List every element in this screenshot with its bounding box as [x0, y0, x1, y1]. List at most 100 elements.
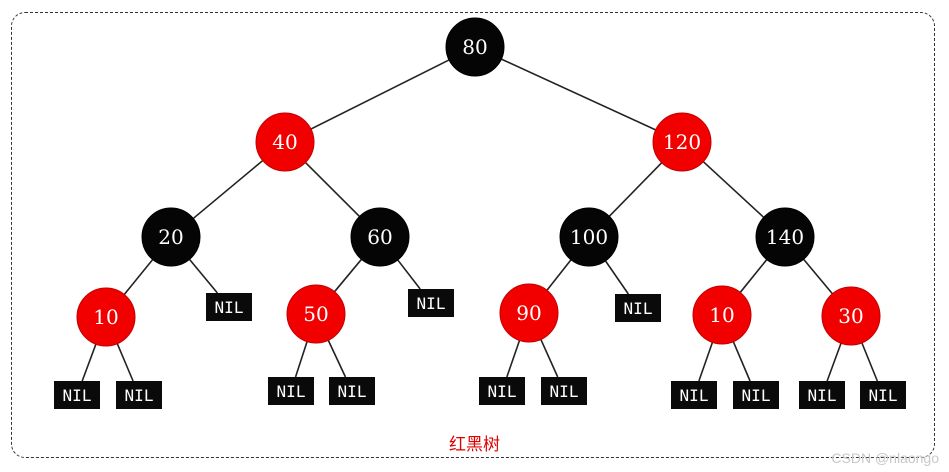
nil-box	[615, 294, 661, 322]
red-node-circle	[692, 285, 752, 345]
node-label: 20	[158, 225, 183, 249]
node-label: 40	[272, 130, 297, 154]
edge-n10a-nil10aR	[116, 343, 134, 382]
node-label: 140	[766, 225, 804, 249]
nil-label: NIL	[338, 382, 367, 401]
edge-n10b-nil10bR	[732, 341, 751, 382]
nil-label: NIL	[417, 294, 446, 313]
tree-node-n140: 140	[755, 207, 815, 267]
nil-label: NIL	[550, 382, 579, 401]
tree-node-n120: 120	[652, 112, 712, 172]
edge-n120-n140	[702, 161, 765, 218]
nil-label: NIL	[488, 382, 517, 401]
edge-n10a-nil10aL	[81, 343, 97, 382]
nil-box	[541, 377, 587, 405]
red-node-circle	[255, 112, 315, 172]
edge-n90-nil90L	[506, 340, 521, 378]
edge-n30-nil30R	[861, 342, 879, 382]
tree-node-n90: 90	[499, 283, 559, 343]
nil-label: NIL	[742, 386, 771, 405]
edge-n100-nil100	[604, 260, 629, 295]
red-node-circle	[652, 112, 712, 172]
nil-leaf-nil10bR: NIL	[733, 381, 779, 409]
nil-leaf-nil10bL: NIL	[671, 381, 717, 409]
edge-n60-n50	[333, 258, 363, 293]
black-node-circle	[445, 17, 505, 77]
diagram-caption: 红黑树	[449, 435, 500, 455]
edge-n140-n10b	[739, 259, 768, 293]
diagram-frame	[11, 12, 935, 458]
edge-n40-n20	[192, 159, 264, 220]
edge-n40-n60	[304, 161, 361, 218]
nil-label: NIL	[869, 386, 898, 405]
nil-label: NIL	[808, 386, 837, 405]
nil-label: NIL	[624, 299, 653, 318]
tree-node-n60: 60	[350, 207, 410, 267]
edge-n30-nil30L	[826, 342, 842, 382]
edge-n50-nil50L	[294, 341, 308, 378]
nil-leaf-nil50L: NIL	[268, 377, 314, 405]
nil-leaf-nil90L: NIL	[479, 377, 525, 405]
black-node-circle	[559, 207, 619, 267]
tree-node-n80: 80	[445, 17, 505, 77]
nil-leaf-nil10aR: NIL	[116, 381, 162, 409]
nil-box	[799, 381, 845, 409]
node-label: 100	[570, 225, 608, 249]
edge-n80-n120	[501, 58, 656, 131]
nil-label: NIL	[680, 386, 709, 405]
tree-node-n20: 20	[141, 207, 201, 267]
edge-n120-n100	[608, 162, 663, 217]
nil-leaf-nil100: NIL	[615, 294, 661, 322]
nil-box	[408, 289, 454, 317]
red-node-circle	[76, 287, 136, 347]
nil-leaf-nil10aL: NIL	[54, 381, 100, 409]
red-node-circle	[821, 286, 881, 346]
node-label: 10	[93, 305, 118, 329]
red-node-circle	[499, 283, 559, 343]
node-label: 10	[709, 303, 734, 327]
nil-box	[329, 377, 375, 405]
nil-leaf-nil90R: NIL	[541, 377, 587, 405]
edge-n80-n40	[310, 59, 450, 130]
red-node-circle	[286, 284, 346, 344]
tree-node-n100: 100	[559, 207, 619, 267]
nil-box	[116, 381, 162, 409]
tree-node-n10a: 10	[76, 287, 136, 347]
edge-n20-n10a	[123, 259, 154, 295]
node-label: 120	[663, 130, 701, 154]
edge-n10b-nil10bL	[698, 342, 714, 382]
black-node-circle	[755, 207, 815, 267]
edge-n20-nil20	[188, 258, 219, 294]
edge-n100-n90	[546, 259, 572, 291]
node-label: 80	[462, 35, 487, 59]
node-label: 90	[516, 301, 541, 325]
nil-box	[268, 377, 314, 405]
tree-node-n10b: 10	[692, 285, 752, 345]
edge-n50-nil50R	[327, 339, 347, 378]
nil-label: NIL	[63, 386, 92, 405]
nil-label: NIL	[125, 386, 154, 405]
edge-n90-nil90R	[540, 339, 559, 378]
nil-leaf-nil30L: NIL	[799, 381, 845, 409]
node-label: 30	[838, 304, 863, 328]
edge-n60-nil60	[397, 259, 421, 290]
node-label: 50	[303, 302, 328, 326]
nil-leaf-nil50R: NIL	[329, 377, 375, 405]
nil-box	[671, 381, 717, 409]
tree-node-n50: 50	[286, 284, 346, 344]
tree-node-n40: 40	[255, 112, 315, 172]
nil-label: NIL	[215, 298, 244, 317]
nil-box	[206, 293, 252, 321]
node-label: 60	[367, 225, 392, 249]
black-node-circle	[141, 207, 201, 267]
edge-n140-n30	[802, 258, 834, 295]
nil-box	[860, 381, 906, 409]
nil-leaf-nil60: NIL	[408, 289, 454, 317]
nil-leaf-nil20: NIL	[206, 293, 252, 321]
nil-box	[54, 381, 100, 409]
nil-box	[479, 377, 525, 405]
nil-box	[733, 381, 779, 409]
nil-leaf-nil30R: NIL	[860, 381, 906, 409]
black-node-circle	[350, 207, 410, 267]
